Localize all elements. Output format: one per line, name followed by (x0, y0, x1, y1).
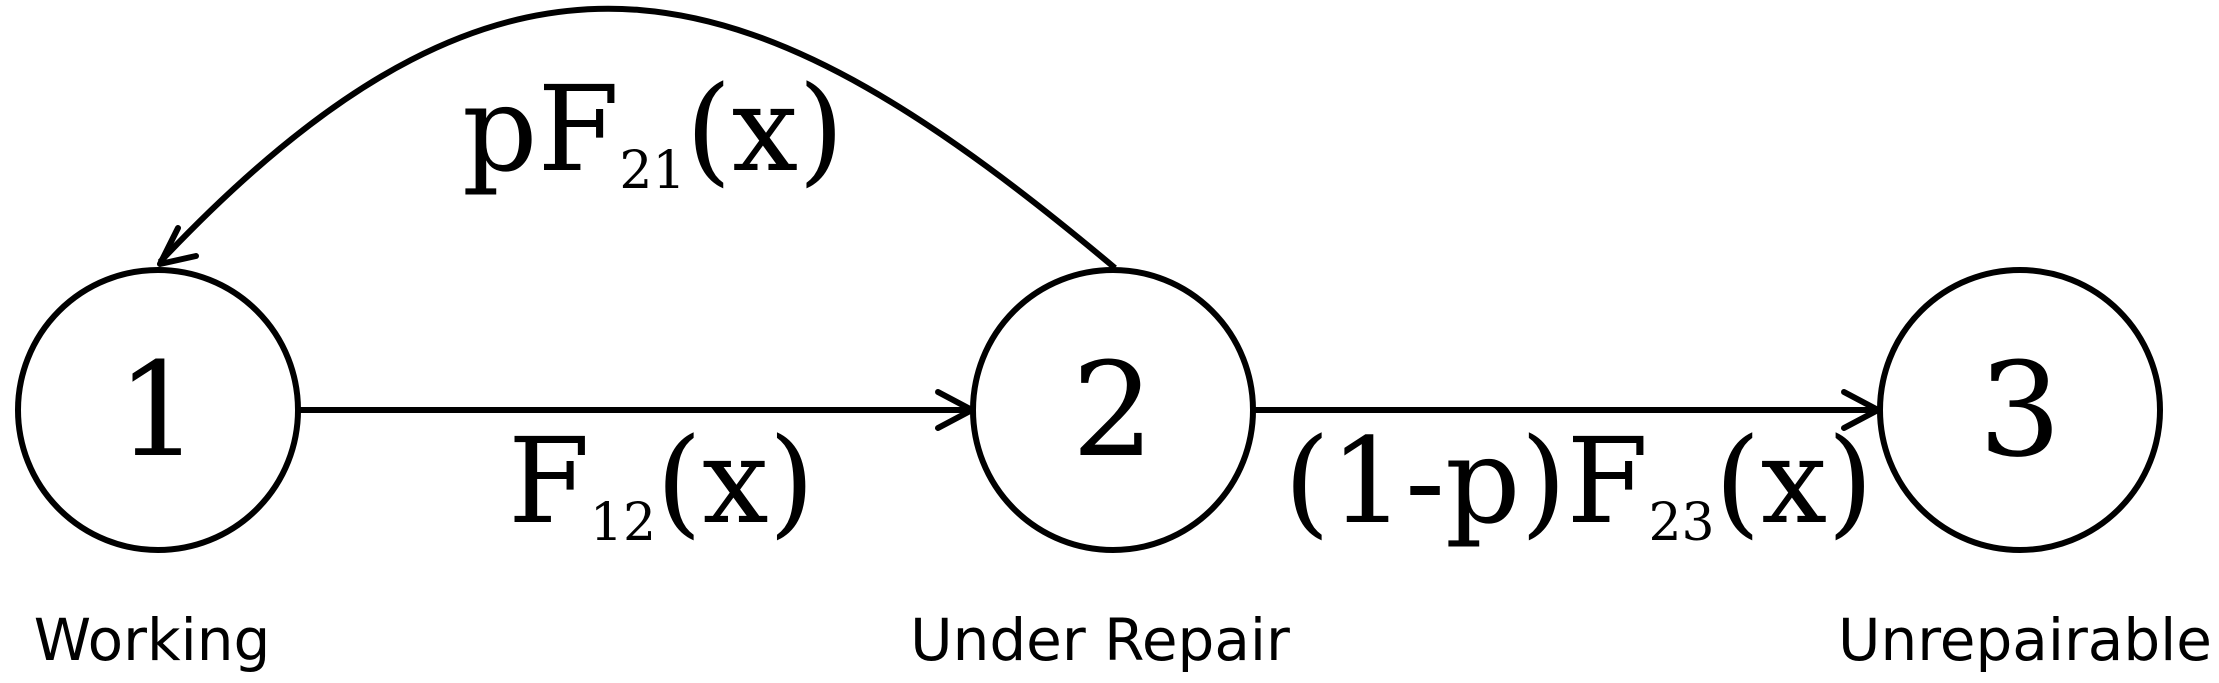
arrow-head-2-to-1 (157, 225, 199, 267)
edge-label-2-to-3-prefix: (1-p)F (1284, 412, 1648, 550)
edge-label-2-to-1: pF21(x) (462, 60, 844, 201)
state-circle-2 (970, 267, 1256, 553)
edge-label-2-to-1-subscript: 21 (619, 141, 685, 201)
edge-label-2-to-1-prefix: pF (462, 60, 619, 198)
edge-label-2-to-3: (1-p)F23(x) (1284, 412, 1873, 553)
state-caption-2: Under Repair (910, 606, 1290, 674)
state-number-3: 3 (1979, 334, 2062, 486)
edge-label-2-to-1-suffix: (x) (686, 60, 845, 198)
state-circle-3 (1877, 267, 2163, 553)
edge-label-1-to-2: F12(x) (508, 412, 815, 553)
edge-label-2-to-3-subscript: 23 (1648, 493, 1714, 553)
edge-label-1-to-2-suffix: (x) (656, 412, 815, 550)
edge-label-1-to-2-prefix: F (508, 412, 590, 550)
edge-2-to-1 (157, 5, 1117, 271)
state-caption-3: Unrepairable (1838, 606, 2212, 674)
edge-label-1-to-2-subscript: 12 (590, 493, 656, 553)
edge-label-2-to-3-suffix: (x) (1715, 412, 1874, 550)
state-number-2: 2 (1072, 334, 1155, 486)
state-number-1: 1 (117, 334, 200, 486)
state-circle-1 (15, 267, 301, 553)
state-caption-1: Working (34, 606, 271, 674)
